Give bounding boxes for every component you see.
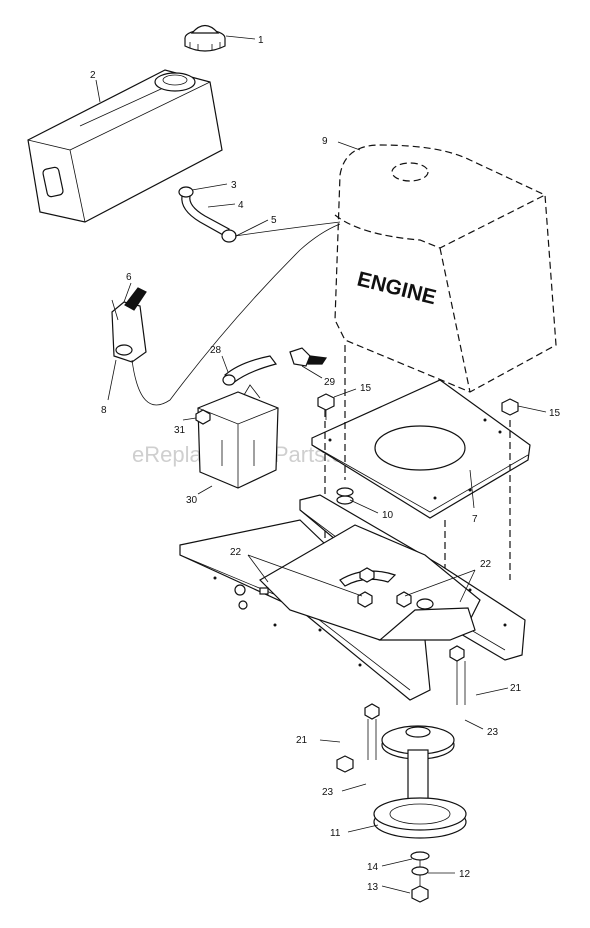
fuel-hose-assembly: [178, 186, 341, 243]
frame-bolts: [336, 645, 466, 773]
callout-10: 10: [382, 510, 394, 521]
callout-28: 28: [210, 345, 222, 356]
leader-lines: [95, 35, 547, 894]
pulley-hardware: [410, 851, 430, 903]
callout-5: 5: [271, 215, 277, 226]
callout-15-right: 15: [549, 408, 561, 419]
callout-4: 4: [238, 200, 244, 211]
frame-nuts: [357, 567, 434, 610]
callout-31: 31: [174, 425, 186, 436]
callout-9: 9: [322, 136, 328, 147]
pulley-assembly: [373, 725, 467, 839]
callout-6: 6: [126, 272, 132, 283]
engine: ENGINE: [334, 144, 557, 393]
callout-23-right: 23: [487, 727, 499, 738]
callout-22-left: 22: [230, 547, 242, 558]
elbow-fitting: [289, 347, 328, 367]
callout-15-left: 15: [360, 383, 372, 394]
callout-14: 14: [367, 862, 379, 873]
callout-7: 7: [472, 514, 478, 525]
mounting-bolt-right: [501, 398, 519, 416]
chassis-frame: [179, 494, 526, 701]
heat-shield-bracket: [195, 384, 279, 489]
fuel-tank: [27, 69, 223, 223]
callout-21-left: 21: [296, 735, 308, 746]
fuel-cap: [184, 24, 226, 52]
spacer: [336, 487, 354, 505]
callout-3: 3: [231, 180, 237, 191]
mounting-bolt-left: [317, 393, 335, 420]
callout-29: 29: [324, 377, 336, 388]
callout-13: 13: [367, 882, 379, 893]
callout-21-right: 21: [510, 683, 522, 694]
callout-22-right: 22: [480, 559, 492, 570]
callout-11: 11: [330, 828, 341, 839]
hose: [222, 355, 278, 386]
callout-30: 30: [186, 495, 198, 506]
callout-2: 2: [90, 70, 96, 81]
callout-8: 8: [101, 405, 107, 416]
callout-23-left: 23: [322, 787, 334, 798]
callout-1: 1: [258, 35, 264, 46]
callout-12: 12: [459, 869, 471, 880]
mounting-plate: [311, 379, 531, 519]
callouts: 1 2 3 4 5 6 7 8 9 10 11 12 13 14 15 15 2…: [90, 35, 561, 893]
engine-label: ENGINE: [355, 268, 439, 310]
